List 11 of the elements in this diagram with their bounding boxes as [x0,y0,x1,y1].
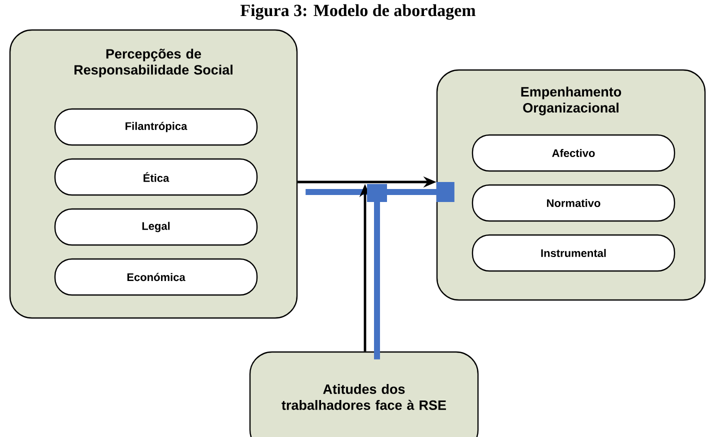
category-pill: Normativo [472,184,676,222]
title: Figura 3: Modelo de abordagem [240,4,476,20]
category-pill: Instrumental [472,234,676,272]
category-pill: Afectivo [472,134,676,172]
arrow [306,182,454,202]
category-pill: Económica [54,258,258,296]
group-box: Atitudes dos trabalhadores face à RSE [249,351,479,437]
arrow [367,184,387,360]
category-pill: Filantrópica [54,108,258,146]
category-pill: Ética [54,158,258,196]
category-pill: Legal [54,208,258,246]
